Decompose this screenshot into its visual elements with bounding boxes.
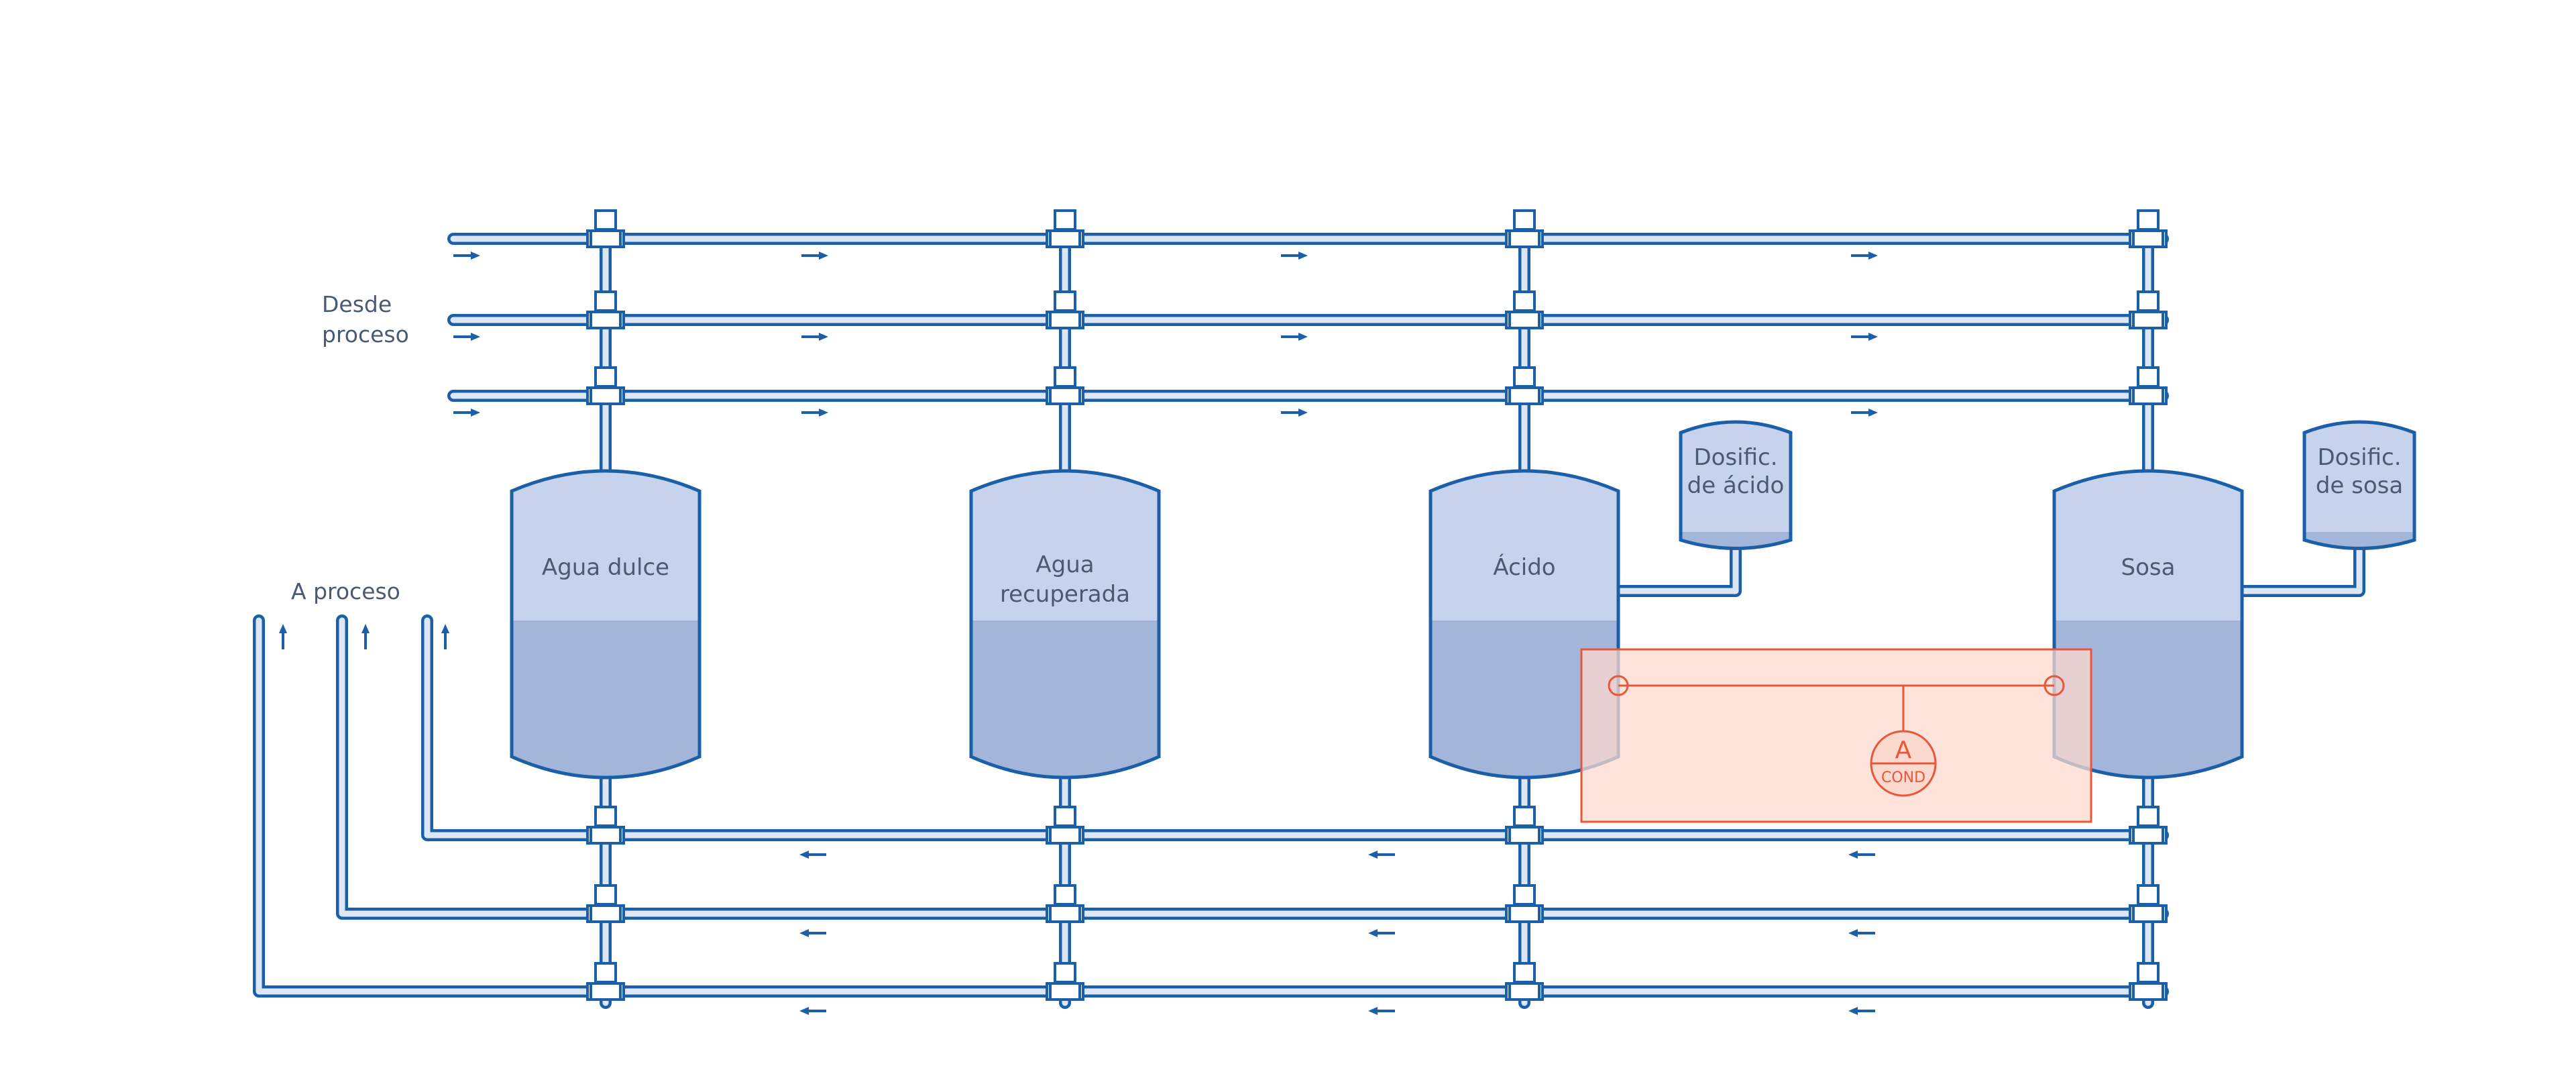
supply-arrow-1-3: [1281, 252, 1308, 260]
supply-valve-2-1: [1046, 209, 1084, 248]
tank-acido-label-line1: Ácido: [1493, 553, 1555, 581]
tank-agua-recuperada-label-line1: Agua: [1035, 551, 1094, 578]
return-valve-3-1: [1505, 806, 1544, 845]
tank-sosa-label-line1: Sosa: [2121, 554, 2176, 581]
supply-valve-2-3: [1046, 366, 1084, 405]
supply-arrow-2-2: [801, 333, 828, 341]
dosific-acido: [1679, 420, 1793, 550]
supply-arrow-3-1: [453, 409, 480, 417]
tank-agua-recuperada: [969, 469, 1161, 780]
dosific-acido-upper: [1681, 422, 1791, 532]
supply-valve-2-2: [1046, 290, 1084, 329]
sensor-left-icon: [1608, 675, 1629, 696]
desde-proceso-label-line1: Desde: [322, 291, 392, 317]
conductivity-instrument-group: A COND: [1580, 648, 2092, 823]
return-valve-2-1: [1046, 806, 1084, 845]
return-valve-1-2: [586, 884, 625, 923]
supply-valve-4-1: [2129, 209, 2168, 248]
a-proceso-label: A proceso: [291, 578, 400, 604]
sensor-right-icon: [2043, 675, 2065, 696]
tank-agua-recuperada-label-line2: recuperada: [1000, 581, 1130, 608]
tanks-group: Agua dulce Agua recuperada Ácido Sosa Dosific…: [510, 420, 2416, 780]
a-proceso-arrow-3: [441, 624, 449, 649]
labels-group: Desde proceso A proceso: [291, 291, 409, 604]
return-valve-3-3: [1505, 962, 1544, 1001]
a-proceso-arrow-1: [279, 624, 287, 649]
return-header-1-bore: [424, 617, 2166, 839]
dosific-acido-label-line1: Dosific.: [1693, 444, 1777, 471]
conductivity-zone-box: [1580, 648, 2092, 823]
dosing-line-2-bore: [2239, 540, 2363, 594]
tank-sosa: [2052, 469, 2244, 780]
tank-sosa-liquid: [2054, 621, 2242, 777]
tank-agua-recuperada-upper: [971, 471, 1159, 621]
return-arrow-2-1: [799, 929, 826, 937]
dosing-line-1-bore: [1615, 540, 1739, 594]
dosing-line-2: [2236, 537, 2365, 597]
supply-arrow-1-2: [801, 252, 828, 260]
dosific-sosa-liquid: [2304, 532, 2414, 549]
return-valve-4-3: [2129, 962, 2168, 1001]
dosific-sosa: [2302, 420, 2416, 550]
supply-arrow-3-4: [1851, 409, 1878, 417]
return-arrow-1-3: [1848, 851, 1875, 859]
return-arrow-1-1: [799, 851, 826, 859]
tank-agua-dulce: [510, 469, 702, 780]
return-valve-4-1: [2129, 806, 2168, 845]
dosific-acido-liquid: [1681, 532, 1791, 549]
return-arrow-3-1: [799, 1007, 826, 1015]
supply-arrow-3-3: [1281, 409, 1308, 417]
supply-arrow-3-2: [801, 409, 828, 417]
supply-arrow-2-3: [1281, 333, 1308, 341]
dosific-acido-label-line2: de ácido: [1687, 472, 1785, 499]
dosific-sosa-upper: [2304, 422, 2414, 532]
return-arrow-2-2: [1368, 929, 1395, 937]
supply-valve-4-3: [2129, 366, 2168, 405]
return-arrow-1-2: [1368, 851, 1395, 859]
return-valve-2-3: [1046, 962, 1084, 1001]
flow-arrows-group: [279, 252, 1878, 1015]
tank-agua-dulce-upper: [512, 471, 699, 621]
desde-proceso-label-line2: proceso: [322, 321, 409, 347]
supply-valve-4-2: [2129, 290, 2168, 329]
supply-valve-3-1: [1505, 209, 1544, 248]
supply-valve-1-1: [586, 209, 625, 248]
supply-arrow-1-4: [1851, 252, 1878, 260]
return-valve-3-2: [1505, 884, 1544, 923]
supply-arrow-1-1: [453, 252, 480, 260]
dosific-sosa-label-line2: de sosa: [2316, 472, 2403, 499]
tank-agua-recuperada-liquid: [971, 621, 1159, 777]
dosific-sosa-label-line1: Dosific.: [2317, 444, 2401, 471]
supply-arrow-2-4: [1851, 333, 1878, 341]
supply-arrow-2-1: [453, 333, 480, 341]
tank-agua-dulce-liquid: [512, 621, 699, 777]
valves-group: [586, 209, 2168, 1001]
dosing-line-1: [1612, 537, 1742, 597]
return-valve-4-2: [2129, 884, 2168, 923]
tank-acido-upper: [1431, 471, 1618, 621]
return-valve-1-3: [586, 962, 625, 1001]
tank-agua-dulce-label-line1: Agua dulce: [542, 554, 669, 581]
analyzer-tag: COND: [1881, 769, 1925, 786]
return-arrow-3-2: [1368, 1007, 1395, 1015]
supply-valve-1-2: [586, 290, 625, 329]
supply-valve-3-2: [1505, 290, 1544, 329]
a-proceso-arrow-2: [361, 624, 370, 649]
supply-valve-1-3: [586, 366, 625, 405]
tank-sosa-upper: [2054, 471, 2242, 621]
return-arrow-3-3: [1848, 1007, 1875, 1015]
tank-acido-liquid: [1431, 621, 1618, 777]
supply-valve-3-3: [1505, 366, 1544, 405]
return-arrow-2-3: [1848, 929, 1875, 937]
return-header-2-bore: [339, 617, 2166, 917]
analyzer-letter: A: [1895, 737, 1912, 764]
return-valve-1-1: [586, 806, 625, 845]
return-valve-2-2: [1046, 884, 1084, 923]
